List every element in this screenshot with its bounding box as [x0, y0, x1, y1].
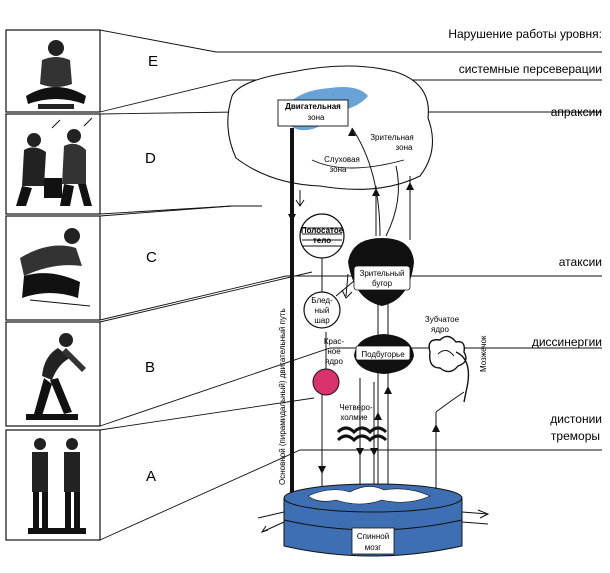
disorder-label-a-line2: треморы — [551, 429, 600, 443]
nerve-roots — [257, 509, 490, 533]
auditory-zone-label-line1: Слуховая — [324, 155, 360, 164]
striatum-label-line1: Полосатое — [301, 226, 344, 235]
bending-figure-icon — [26, 333, 86, 420]
motor-zone-label-line2: зона — [308, 113, 325, 122]
level-letter-a: A — [146, 468, 156, 485]
spinal-cord-label-line2: мозг — [365, 543, 382, 552]
level-letter-b: B — [145, 359, 155, 376]
level-letter-e: E — [148, 53, 158, 70]
level-letter-d: D — [145, 150, 156, 167]
cerebellum-label: Мозжечок — [479, 335, 488, 372]
pyramidal-tract-label: Основной (пирамидальный) двигательный пу… — [278, 308, 287, 485]
header-title: Нарушение работы уровня: — [448, 27, 602, 41]
thalamus-label-line1: Зрительный — [360, 269, 405, 278]
thalamus-node — [348, 238, 414, 306]
pallidum-node — [303, 291, 341, 329]
disorder-label-c: атаксии — [559, 255, 602, 269]
striatum-node — [299, 213, 345, 259]
cortex-outline — [227, 65, 433, 190]
red-nucleus-label-line2: ное — [327, 347, 341, 356]
panel-c-reclining-figure — [5, 215, 101, 321]
crafting-figures-icon — [16, 117, 93, 206]
thalamus-label-line2: бугор — [372, 279, 393, 288]
dentate-nucleus-icon — [428, 335, 470, 403]
disorder-label-e: системные персеверации — [459, 62, 602, 76]
visual-zone-label-line1: Зрительная — [370, 133, 414, 142]
auditory-zone-label-line2: зона — [330, 165, 347, 174]
spinal-cord-label-line1: Спинной — [357, 532, 389, 541]
quadrigemina-icon — [336, 426, 388, 443]
arrowheads — [288, 128, 440, 474]
subthalamus-node — [354, 334, 414, 374]
red-nucleus-label-line3: ядро — [325, 357, 343, 366]
quadrigemina-label-line2: холмие — [340, 413, 368, 422]
motor-zone-highlight — [277, 87, 368, 131]
disorder-label-a-line1: дистонии — [550, 412, 602, 426]
motor-zone-label-line1: Двигательная — [285, 102, 341, 111]
seated-figure-icon — [26, 40, 86, 109]
reclining-figure-icon — [20, 228, 91, 307]
visual-zone-label-line2: зона — [396, 143, 413, 152]
dentate-label-line1: Зубчатое — [425, 315, 460, 324]
disorder-label-d: апраксии — [551, 105, 602, 119]
level-connector-lines — [99, 29, 602, 541]
striatum-label-line2: тело — [313, 236, 331, 245]
red-nucleus-node — [312, 368, 340, 396]
red-nucleus-label-line1: Крас- — [324, 337, 345, 346]
panel-a-standing-figures — [5, 429, 101, 541]
subthalamus-label: Подбугорье — [361, 350, 405, 359]
spinal-cord-cylinder — [283, 483, 463, 557]
pallidum-label-line3: шар — [314, 316, 330, 325]
quadrigemina-label-line1: Четверо- — [339, 403, 373, 412]
disorder-label-b: диссинергии — [532, 335, 602, 349]
dentate-label-line2: ядро — [431, 325, 449, 334]
pallidum-label-line1: Блед- — [311, 296, 333, 305]
standing-figures-icon — [28, 438, 86, 534]
level-letter-c: C — [146, 249, 157, 266]
pallidum-label-line2: ный — [315, 306, 330, 315]
level-panels — [5, 29, 101, 541]
